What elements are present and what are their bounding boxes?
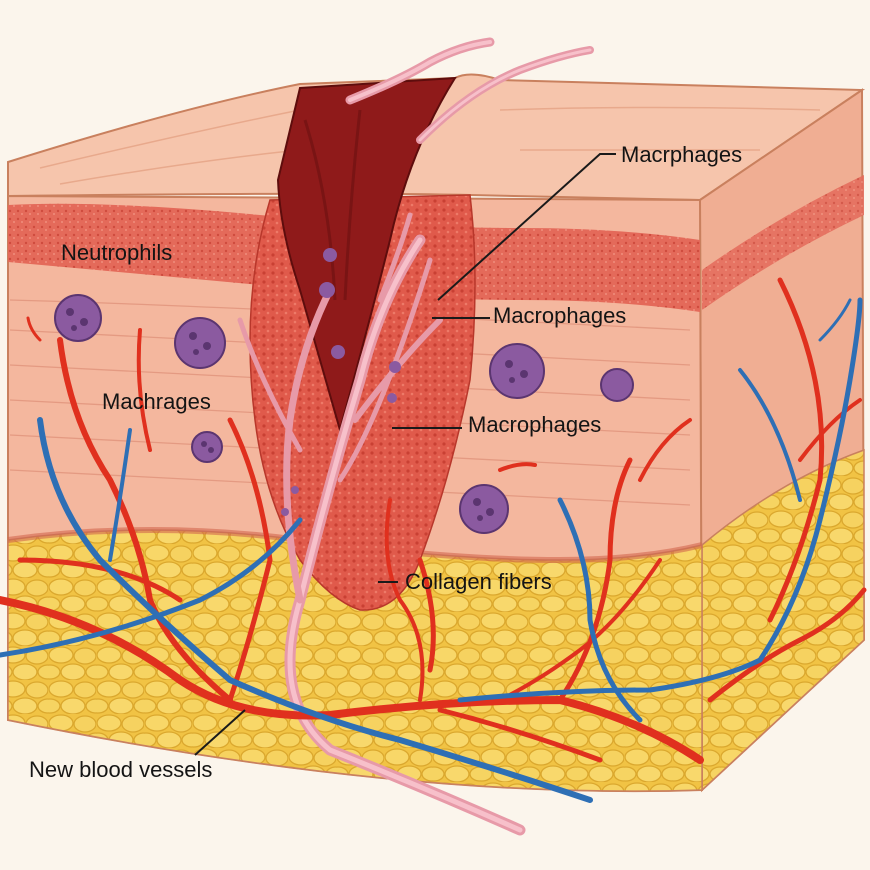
macrophage-cell xyxy=(489,343,545,399)
macrophage-cell xyxy=(459,484,509,534)
label-macrophages-low: Macrophages xyxy=(468,412,602,437)
label-neutrophils: Neutrophils xyxy=(61,240,173,265)
label-new-blood-vessels: New blood vessels xyxy=(29,757,213,782)
label-collagen-fibers: Collagen fibers xyxy=(405,569,552,594)
label-macrophages-top: Macrphages xyxy=(621,142,743,167)
neutrophil-cell xyxy=(191,431,223,463)
label-macrophages-mid: Macrophages xyxy=(493,303,627,328)
immune-cells xyxy=(54,248,634,534)
neutrophil-cell xyxy=(54,294,102,342)
neutrophil-cell xyxy=(174,317,226,369)
arteries xyxy=(0,277,867,764)
macrophage-cell xyxy=(600,368,634,402)
label-machrages: Machrages xyxy=(102,389,211,414)
label-leader-lines xyxy=(194,153,616,756)
veins xyxy=(0,297,863,803)
